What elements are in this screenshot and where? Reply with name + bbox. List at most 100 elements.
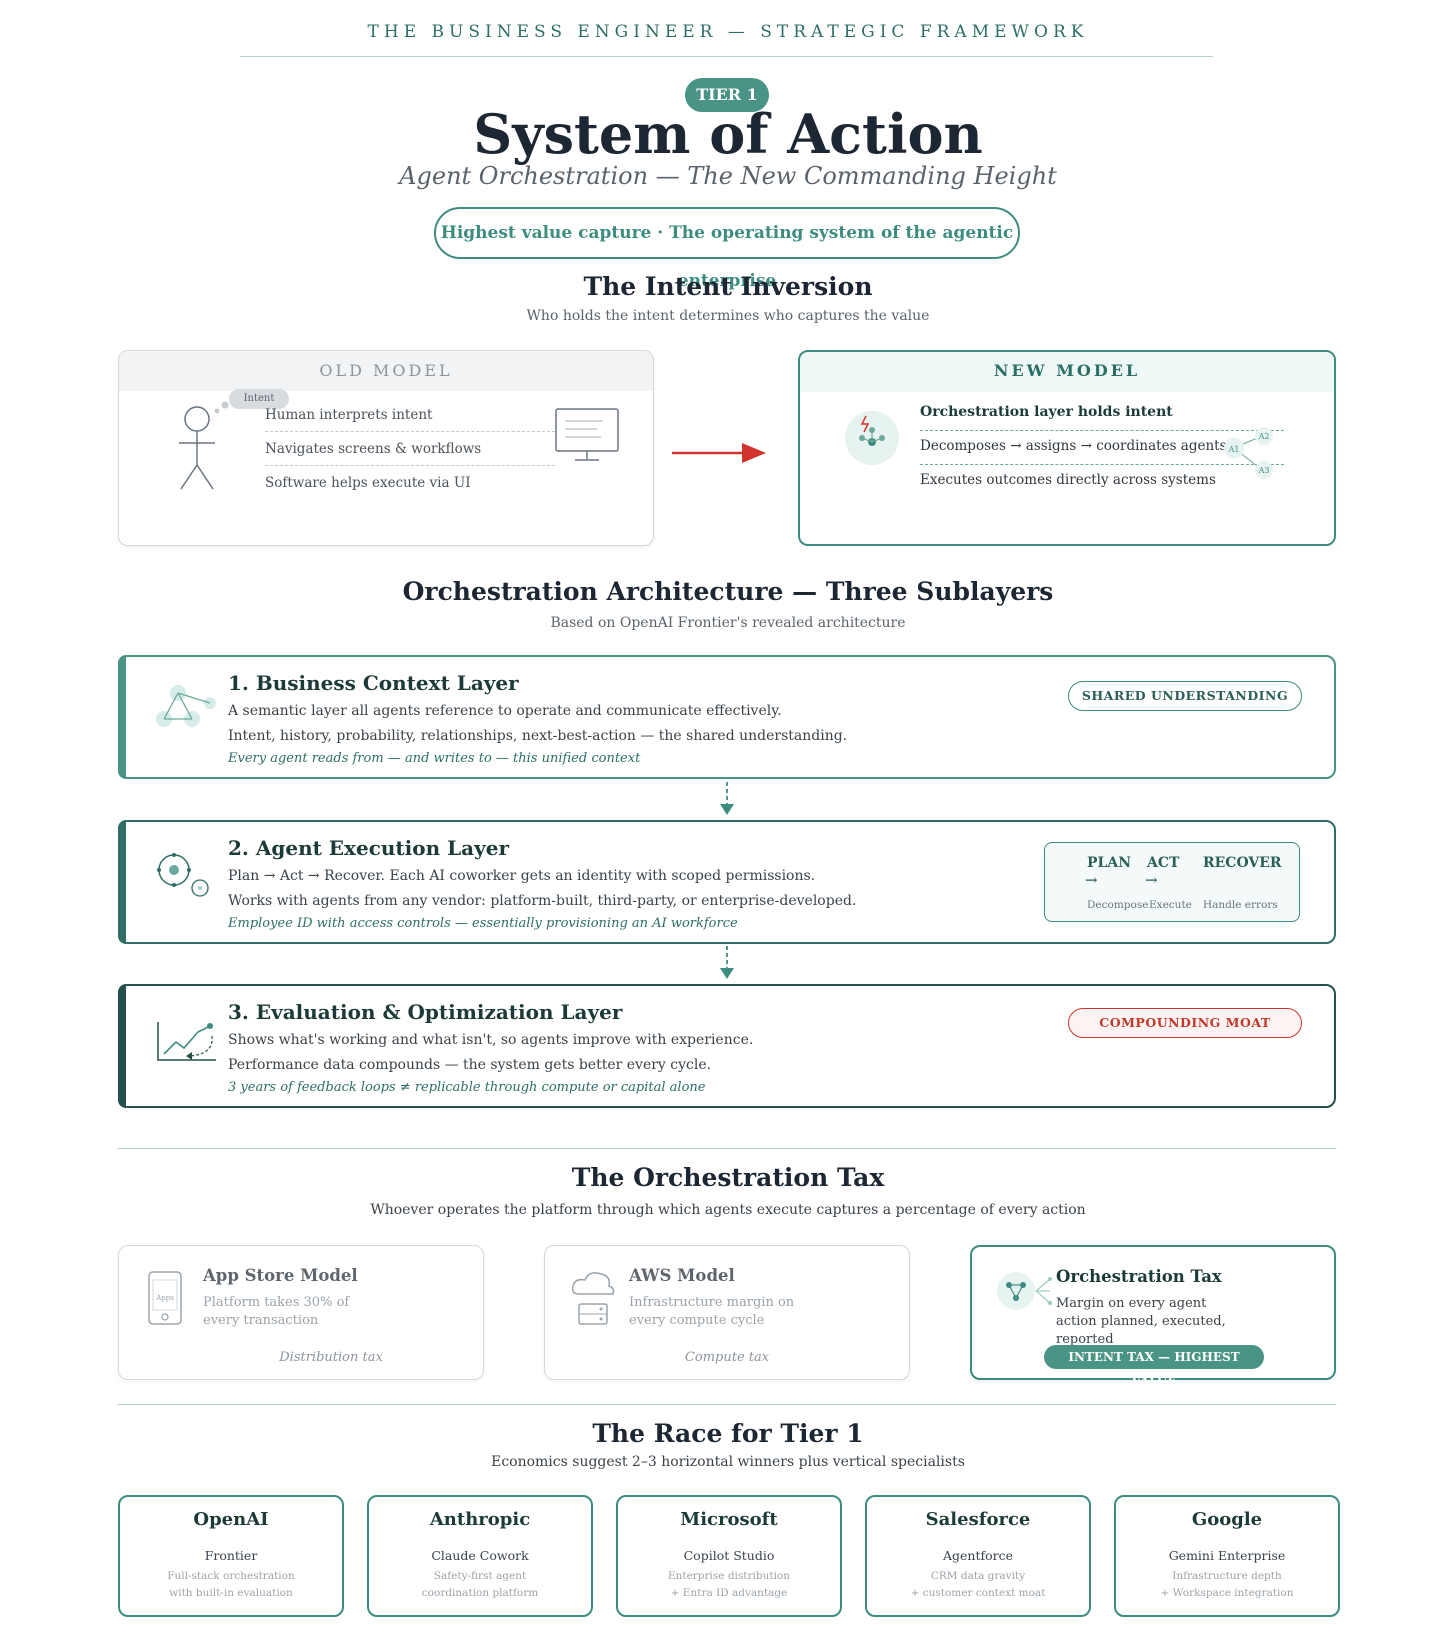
tax-card-title: App Store Model xyxy=(203,1266,358,1285)
player-name: OpenAI xyxy=(193,1509,269,1530)
player-description: Enterprise distribution xyxy=(667,1570,791,1582)
layer-accent-bar xyxy=(118,820,126,944)
orchestration-tax-subtitle: Whoever operates the platform through wh… xyxy=(370,1202,1086,1218)
player-product: Frontier xyxy=(204,1548,258,1563)
player-name: Anthropic xyxy=(429,1509,531,1530)
evaluation-optimization-layer-card: 3. Evaluation & Optimization Layer Shows… xyxy=(118,984,1336,1108)
tax-card-description: Infrastructure margin on every compute c… xyxy=(629,1295,795,1328)
tax-card-description: Margin on every agent action planned, ex… xyxy=(1056,1296,1226,1347)
tax-card-description: Platform takes 30% of every transaction xyxy=(203,1295,350,1328)
layer-description: Works with agents from any vendor: platf… xyxy=(228,893,857,909)
agent-network-icon: A1 A2 A3 xyxy=(1224,427,1273,479)
orchestration-tax-card: Orchestration Tax Margin on every agent … xyxy=(970,1245,1336,1388)
layer-description: Plan → Act → Recover. Each AI coworker g… xyxy=(228,868,816,884)
intent-inversion-title: The Intent Inversion xyxy=(583,272,873,301)
player-description: Full-stack orchestration xyxy=(167,1570,295,1582)
dashed-divider xyxy=(920,430,1284,431)
orchestration-tax-title: The Orchestration Tax xyxy=(571,1163,885,1192)
dashed-divider xyxy=(265,431,555,432)
tax-card-footer: Distribution tax xyxy=(279,1350,383,1365)
orchestration-hub-icon xyxy=(845,411,899,465)
cycle-step-sub: Decompose xyxy=(1087,899,1149,911)
cycle-arrow-icon: → xyxy=(1085,871,1098,889)
new-model-title: Orchestration layer holds intent xyxy=(920,404,1173,420)
player-description: coordination platform xyxy=(421,1587,539,1599)
context-network-icon xyxy=(156,685,216,727)
player-name: Google xyxy=(1191,1509,1263,1530)
monitor-icon xyxy=(555,408,619,461)
tax-card-footer: Compute tax xyxy=(684,1350,770,1365)
layer-description: Shows what's working and what isn't, so … xyxy=(228,1032,754,1048)
trend-chart-icon xyxy=(157,1022,216,1061)
down-arrow-icon xyxy=(720,946,734,979)
page-title: System of Action xyxy=(473,102,983,166)
transition-arrow-icon xyxy=(672,443,766,463)
agent-label: A2 xyxy=(1258,432,1270,441)
new-model-panel: NEW MODEL Orchestration layer holds inte… xyxy=(798,350,1336,546)
player-card-openai: OpenAI Frontier Full-stack orchestration… xyxy=(118,1495,344,1617)
agent-execution-layer-card: 2. Agent Execution Layer Plan → Act → Re… xyxy=(118,820,1336,944)
cloud-server-icon xyxy=(571,1272,615,1325)
compounding-moat-badge: COMPOUNDING MOAT xyxy=(1068,1008,1302,1038)
section-divider xyxy=(118,1404,1336,1405)
old-model-panel: OLD MODEL Intent Human interprets intent… xyxy=(118,350,654,546)
player-description: with built-in evaluation xyxy=(169,1587,293,1599)
layer-note: 3 years of feedback loops ≠ replicable t… xyxy=(228,1080,706,1095)
player-card-anthropic: Anthropic Claude Cowork Safety-first age… xyxy=(367,1495,593,1617)
layer-accent-bar xyxy=(118,984,126,1108)
cycle-arrow-icon: → xyxy=(1145,871,1158,889)
value-capture-pill: Highest value capture · The operating sy… xyxy=(434,207,1020,291)
player-description: Safety-first agent xyxy=(433,1570,527,1582)
orchestration-node-icon xyxy=(997,1272,1052,1310)
old-model-line: Navigates screens & workflows xyxy=(265,441,482,457)
shared-understanding-badge: SHARED UNDERSTANDING xyxy=(1068,681,1302,711)
layer-note: Employee ID with access controls — essen… xyxy=(228,916,738,931)
player-description: CRM data gravity xyxy=(930,1570,1026,1582)
player-card-google: Google Gemini Enterprise Infrastructure … xyxy=(1114,1495,1340,1617)
layer-title: 3. Evaluation & Optimization Layer xyxy=(228,1000,623,1024)
race-title: The Race for Tier 1 xyxy=(592,1419,864,1448)
tax-card-title: Orchestration Tax xyxy=(1056,1267,1222,1286)
player-product: Copilot Studio xyxy=(683,1548,775,1563)
tax-card-title: AWS Model xyxy=(629,1266,735,1285)
dashed-divider xyxy=(920,464,1284,465)
top-banner: THE BUSINESS ENGINEER — STRATEGIC FRAMEW… xyxy=(367,22,1089,42)
app-store-model-card: Apps App Store Model Platform takes 30% … xyxy=(118,1245,484,1380)
player-description: + Workspace integration xyxy=(1160,1587,1294,1599)
layer-description: Performance data compounds — the system … xyxy=(228,1057,712,1073)
layer-description: Intent, history, probability, relationsh… xyxy=(228,728,848,744)
business-context-layer-card: 1. Business Context Layer A semantic lay… xyxy=(118,655,1336,779)
intent-thought-bubble: Intent xyxy=(229,389,289,409)
cycle-step-sub: Execute xyxy=(1149,899,1192,911)
cycle-step-label: ACT xyxy=(1147,855,1180,871)
plan-act-recover-cycle: PLAN → Decompose ACT → Execute RECOVER H… xyxy=(1044,842,1300,922)
intent-inversion-subtitle: Who holds the intent determines who capt… xyxy=(526,308,930,324)
new-model-line: Executes outcomes directly across system… xyxy=(920,472,1216,488)
player-card-microsoft: Microsoft Copilot Studio Enterprise dist… xyxy=(616,1495,842,1617)
cycle-step-sub: Handle errors xyxy=(1203,899,1278,911)
phone-icon-label: Apps xyxy=(155,1294,174,1302)
old-model-line: Software helps execute via UI xyxy=(265,475,471,491)
old-model-heading: OLD MODEL xyxy=(119,351,653,391)
player-name: Microsoft xyxy=(680,1509,778,1530)
race-subtitle: Economics suggest 2–3 horizontal winners… xyxy=(491,1454,965,1470)
layer-title: 1. Business Context Layer xyxy=(228,671,519,695)
aws-model-card: AWS Model Infrastructure margin on every… xyxy=(544,1245,910,1380)
page-subtitle: Agent Orchestration — The New Commanding… xyxy=(399,162,1057,190)
section-divider xyxy=(118,1148,1336,1149)
player-product: Claude Cowork xyxy=(431,1548,529,1563)
intent-tax-badge: INTENT TAX — HIGHEST VALUE xyxy=(1044,1345,1264,1388)
architecture-title: Orchestration Architecture — Three Subla… xyxy=(402,577,1054,606)
old-model-line: Human interprets intent xyxy=(265,407,433,423)
player-product: Gemini Enterprise xyxy=(1168,1548,1286,1563)
top-divider xyxy=(240,56,1213,57)
new-model-line: Decomposes → assigns → coordinates agent… xyxy=(920,438,1227,454)
player-name: Salesforce xyxy=(925,1509,1031,1530)
cycle-step-label: RECOVER xyxy=(1203,855,1282,871)
cycle-step-label: PLAN xyxy=(1087,855,1132,871)
phone-icon: Apps xyxy=(148,1271,182,1325)
player-product: Agentforce xyxy=(942,1548,1014,1563)
tier-badge: TIER 1 xyxy=(685,78,769,112)
dashed-divider xyxy=(265,465,555,466)
agent-label: A1 xyxy=(1228,445,1240,454)
